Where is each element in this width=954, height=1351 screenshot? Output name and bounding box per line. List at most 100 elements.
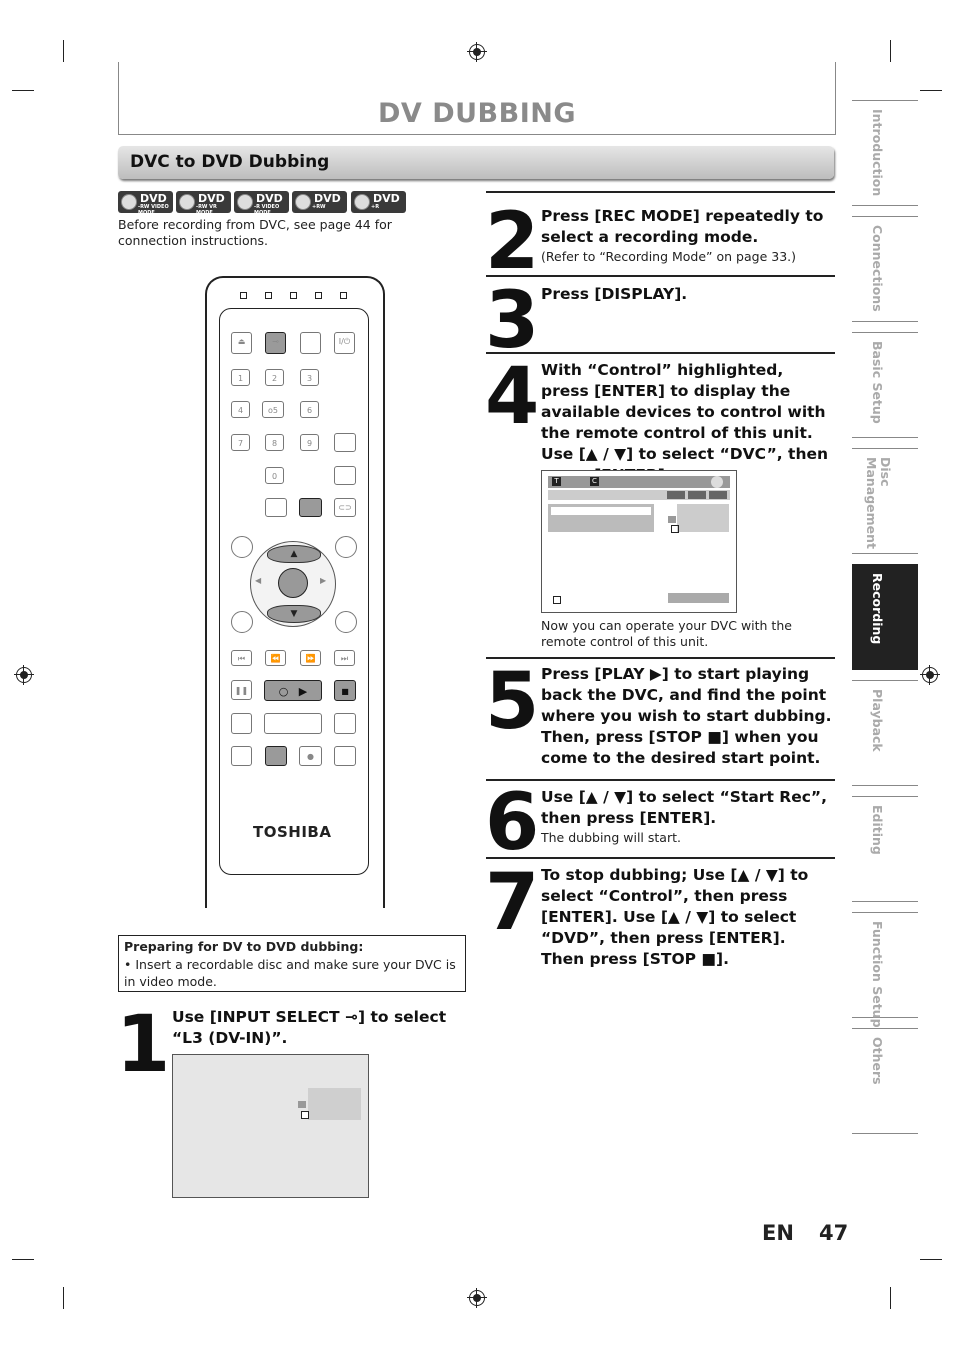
preparing-box [118, 935, 466, 992]
remote-key [264, 713, 322, 734]
dvd-rw-vr-icon: DVD-RW VR MODE [176, 191, 231, 216]
crop-mark [920, 90, 942, 91]
remote-key [265, 498, 287, 517]
step-number-4: 4 [485, 352, 539, 442]
tab-label: Editing [870, 805, 885, 855]
divider [486, 857, 835, 859]
input-icon [668, 516, 676, 523]
step-4-note: Now you can operate your DVC with the re… [541, 618, 792, 649]
remote-key [334, 433, 356, 452]
remote-key [334, 713, 356, 734]
remote-key [334, 466, 356, 485]
language-label: EN [762, 1221, 794, 1245]
key-1: 1 [231, 369, 250, 386]
tab-disc-management[interactable]: Disc Management [852, 448, 918, 554]
stop-key-icon: ■ [334, 680, 356, 701]
remote-round-key [335, 611, 357, 633]
registration-mark-icon [467, 42, 487, 62]
preparing-title: Preparing for DV to DVD dubbing: [124, 939, 364, 954]
status-icon [301, 1111, 309, 1119]
step-3-heading: Press [DISPLAY]. [541, 285, 688, 303]
divider [486, 779, 835, 781]
tab-label: Connections [870, 225, 885, 312]
input-panel [308, 1088, 361, 1120]
enter-key [278, 568, 308, 598]
skip-forward-key-icon: ⏭ [334, 650, 355, 666]
remote-face [219, 308, 369, 875]
osd-device-panel [677, 504, 729, 532]
remote-indicator [340, 292, 347, 299]
key-7: 7 [231, 434, 250, 451]
tab-basic-setup[interactable]: Basic Setup [852, 332, 918, 438]
osd-menu-item-control[interactable] [551, 507, 651, 515]
play-key-icon: ○ ▶ [264, 680, 322, 701]
tab-connections[interactable]: Connections [852, 216, 918, 322]
remote-indicator [290, 292, 297, 299]
up-arrow-key-icon: ▲ [267, 545, 321, 563]
pause-key-icon: ❚❚ [231, 680, 252, 700]
registration-mark-icon [14, 665, 34, 685]
step-2-note: (Refer to “Recording Mode” on page 33.) [541, 249, 796, 264]
open-close-key-icon: ⏏ [231, 332, 252, 354]
remote-indicator [240, 292, 247, 299]
crop-mark [63, 40, 64, 62]
remote-key [231, 713, 252, 734]
key-9: 9 [300, 434, 319, 451]
step-7-heading: To stop dubbing; Use [▲ / ▼] to select “… [541, 866, 809, 968]
preparing-text: • Insert a recordable disc and make sure… [124, 957, 456, 989]
divider [486, 275, 835, 277]
tab-label: Recording [870, 573, 885, 645]
key-4: 4 [231, 401, 250, 418]
step-6-heading: Use [▲ / ▼] to select “Start Rec”, then … [541, 788, 827, 827]
remote-round-key [335, 536, 357, 558]
left-arrow-icon: ◀ [255, 576, 262, 585]
section-title: DVC to DVD Dubbing [130, 152, 330, 172]
tab-recording[interactable]: Recording [852, 564, 918, 670]
remote-key [300, 332, 321, 354]
step-2-heading: Press [REC MODE] repeatedly to select a … [541, 207, 824, 246]
skip-back-key-icon: ⏮ [231, 650, 252, 666]
remote-indicator [315, 292, 322, 299]
step-number-1: 1 [116, 1000, 170, 1090]
remote-key: ⊂⊃ [334, 498, 356, 517]
tab-function-setup[interactable]: Function Setup [852, 912, 918, 1028]
tab-editing[interactable]: Editing [852, 796, 918, 902]
osd-indicator [667, 491, 685, 499]
crop-mark [12, 1259, 34, 1260]
right-arrow-icon: ▶ [320, 576, 327, 585]
page-number: 47 [819, 1221, 849, 1245]
step-6-note: The dubbing will start. [541, 830, 681, 845]
step-number-5: 5 [485, 657, 539, 747]
registration-mark-icon [467, 1288, 487, 1308]
page-title: DV DUBBING [377, 98, 576, 129]
tab-playback[interactable]: Playback [852, 680, 918, 786]
divider [486, 352, 835, 354]
osd-indicator [688, 491, 706, 499]
key-8: 8 [265, 434, 284, 451]
dvd-plus-rw-icon: DVD+RW [292, 191, 347, 213]
key-3: 3 [300, 369, 319, 386]
crop-mark [890, 1287, 891, 1309]
status-icon [553, 596, 561, 604]
tab-others[interactable]: Others [852, 1028, 918, 1134]
osd-screen-input [172, 1054, 369, 1198]
key-5: o5 [262, 401, 284, 418]
rec-mode-key [265, 746, 287, 766]
remote-round-key [231, 536, 253, 558]
input-icon [298, 1101, 306, 1108]
input-select-key-icon: ⊸ [265, 332, 286, 354]
crop-mark [920, 1259, 942, 1260]
tab-label: Function Setup [870, 921, 885, 1028]
osd-time-bar [668, 593, 729, 603]
chapter-icon: C [590, 477, 599, 486]
title-frame [118, 62, 836, 135]
crop-mark [63, 1287, 64, 1309]
remote-brand-logo: TOSHIBA [253, 823, 332, 841]
osd-indicator [709, 491, 727, 499]
down-arrow-key-icon: ▼ [267, 605, 321, 623]
power-key-icon: I/⏻ [334, 332, 355, 354]
step-5-heading: Press [PLAY ▶] to start playing back the… [541, 665, 832, 767]
key-2: 2 [265, 369, 284, 386]
step-number-2: 2 [485, 197, 539, 287]
tab-introduction[interactable]: Introduction [852, 100, 918, 206]
